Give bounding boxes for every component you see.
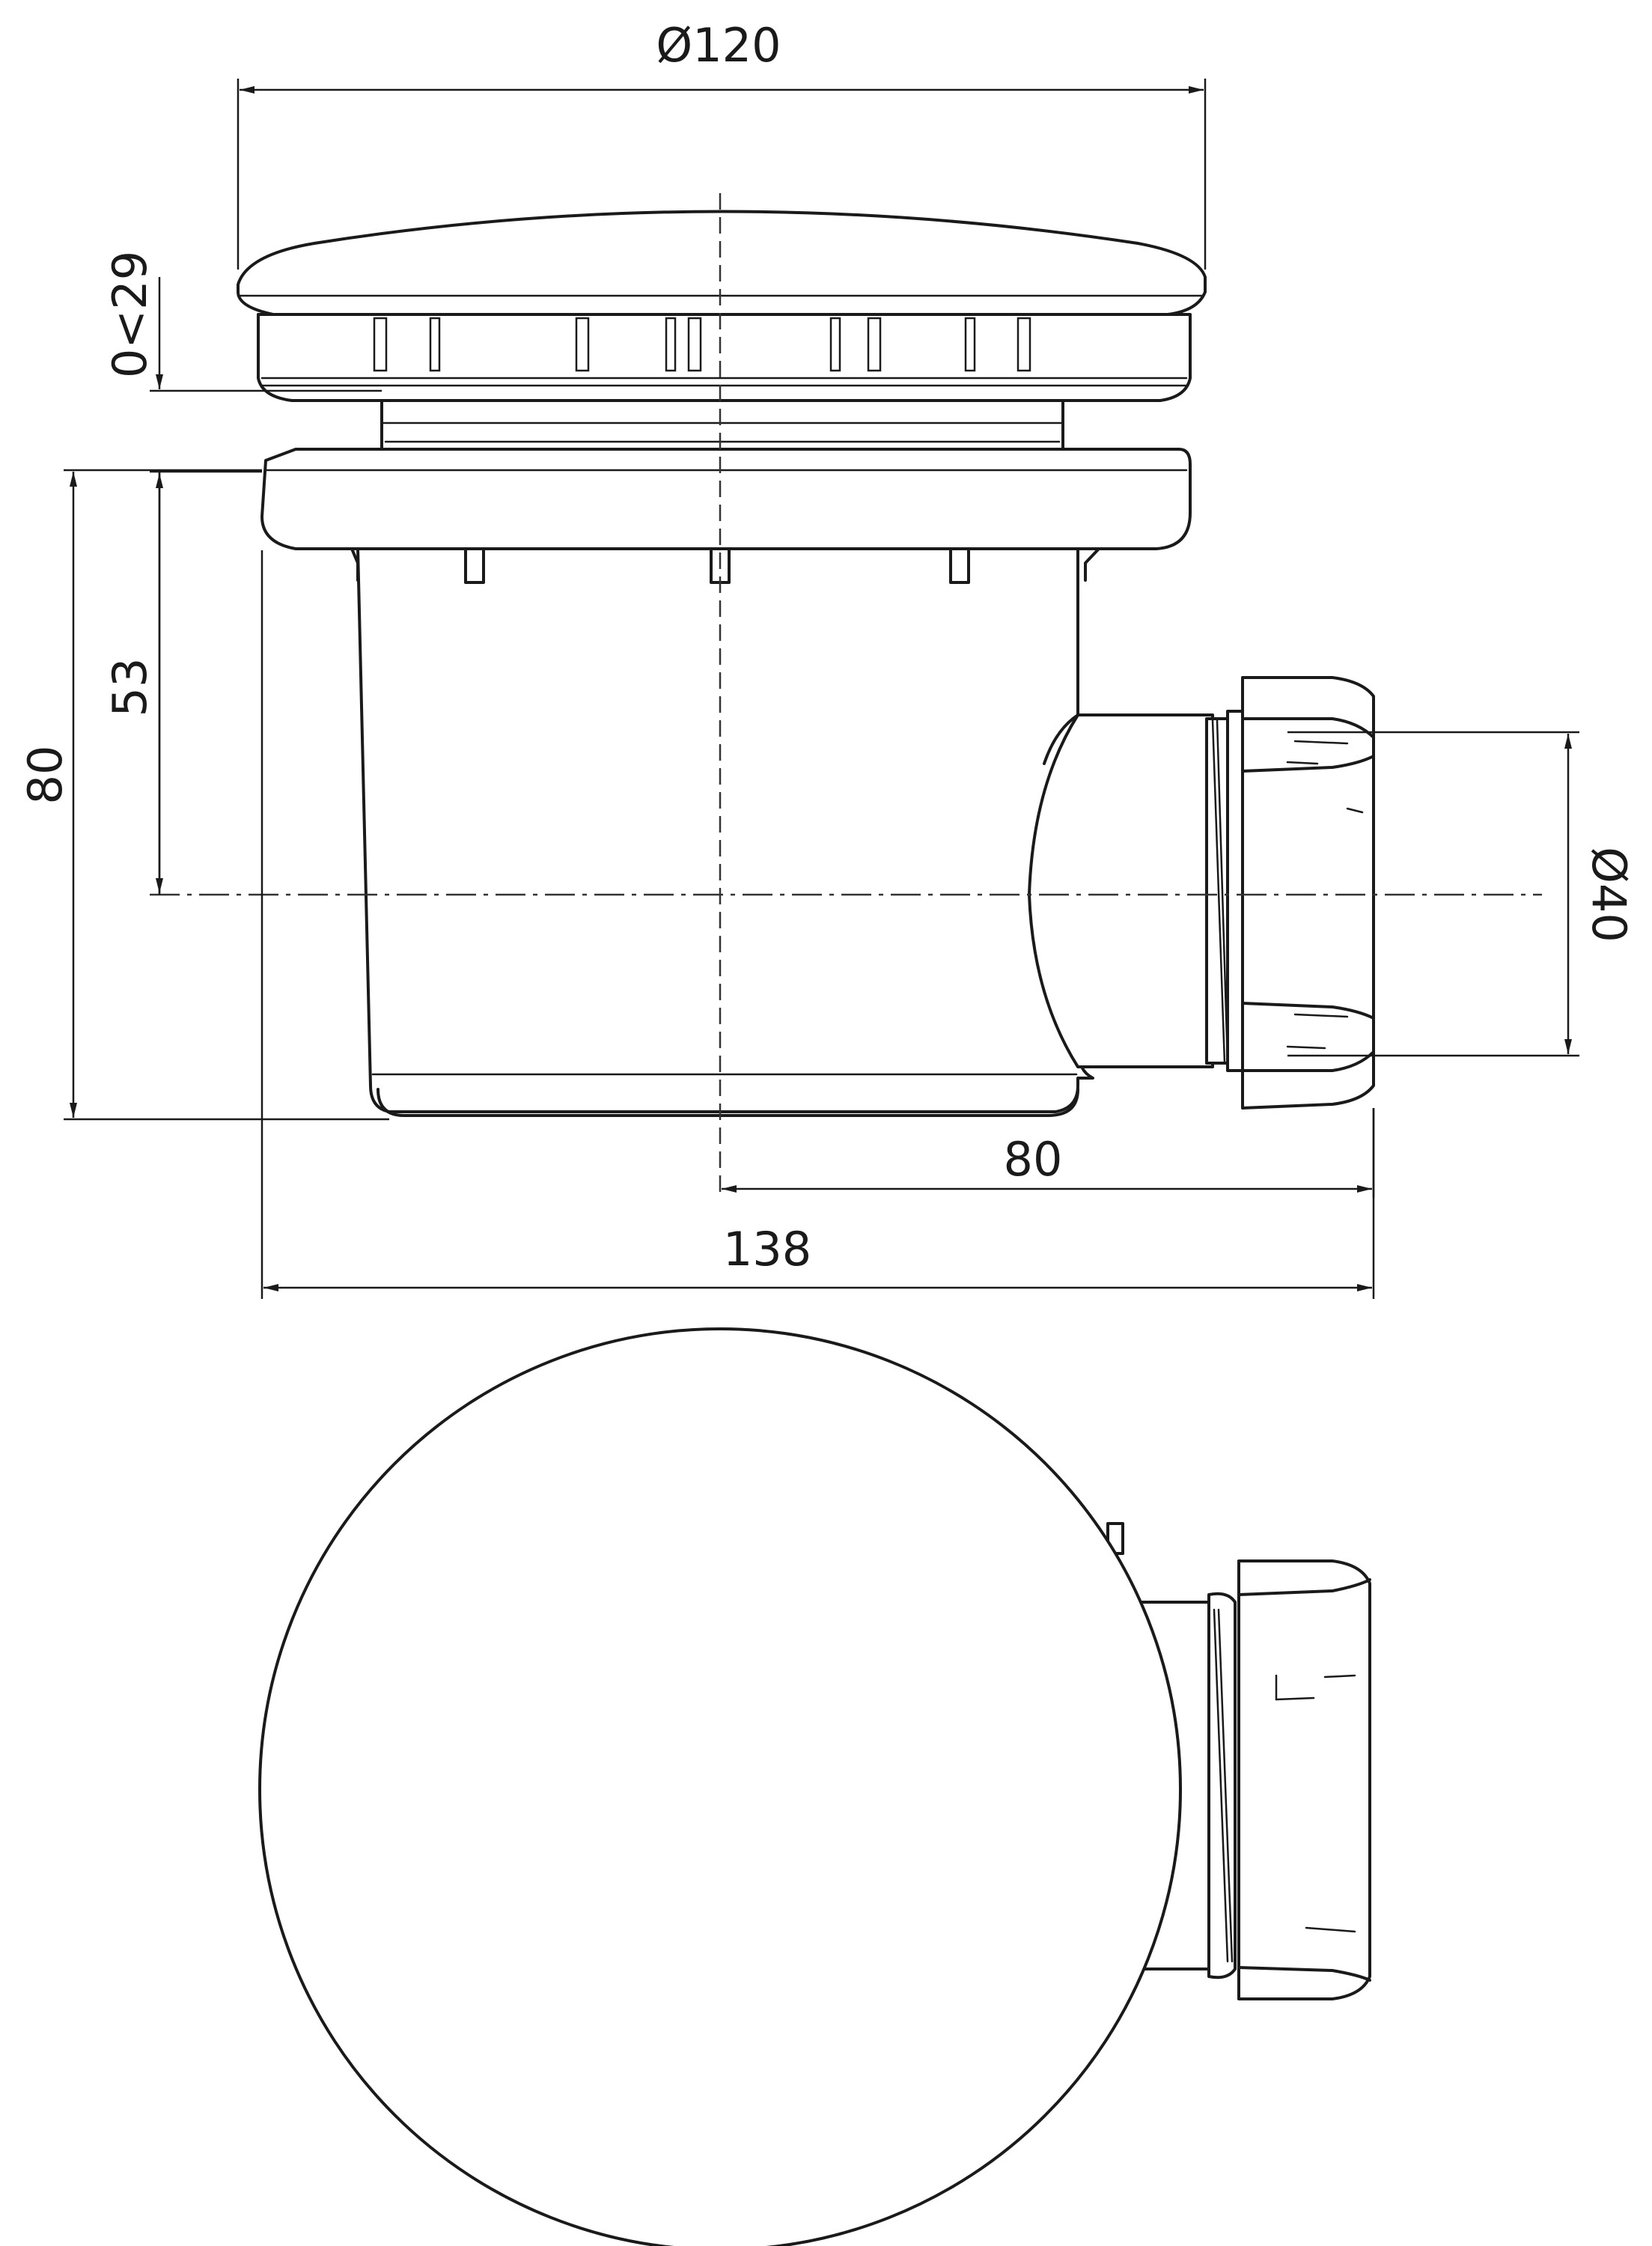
dim-height-adjust: 0<29 xyxy=(103,251,157,378)
dim-outlet-offset: 80 xyxy=(1004,1132,1063,1187)
outlet-elbow xyxy=(1028,713,1214,1068)
outlet-nut xyxy=(1241,676,1375,1110)
side-view xyxy=(150,193,1542,1198)
cover-cap xyxy=(237,210,1207,316)
drain-body xyxy=(356,547,1094,1113)
outlet-thread xyxy=(1205,710,1244,1072)
dim-outlet-diameter: Ø40 xyxy=(1582,847,1636,943)
top-view xyxy=(258,1327,1371,2246)
riser-neck xyxy=(380,395,1064,451)
dim-total-height: 80 xyxy=(18,746,73,805)
top-cover-circle xyxy=(258,1327,1182,2246)
top-outlet-nut xyxy=(1237,1559,1371,2000)
dim-outlet-height: 53 xyxy=(103,658,157,717)
flange xyxy=(260,448,1192,584)
dimensions: Ø120 0<29 53 80 Ø40 80 138 xyxy=(18,18,1636,1299)
dim-overall-width: 138 xyxy=(723,1222,811,1276)
dim-top-diameter: Ø120 xyxy=(656,18,781,73)
grate-cage xyxy=(257,313,1192,402)
